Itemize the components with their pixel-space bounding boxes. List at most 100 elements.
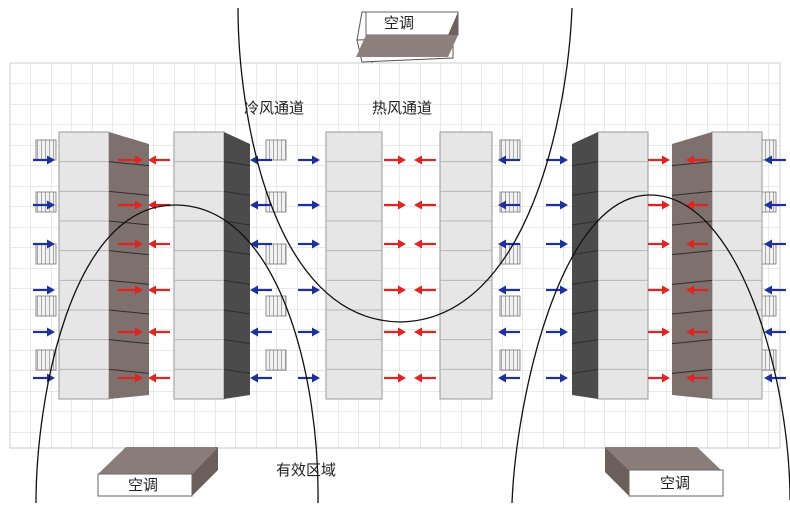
red-arrow-icon (686, 155, 708, 165)
red-arrow-icon (118, 285, 143, 295)
blue-arrow-icon (546, 155, 568, 165)
blue-arrow-icon (33, 200, 55, 210)
blue-arrow-icon (250, 200, 272, 210)
blue-arrow-icon (546, 200, 568, 210)
red-arrow-icon (118, 327, 143, 337)
red-arrow-icon (414, 239, 436, 249)
blue-arrow-icon (498, 155, 520, 165)
red-arrow-icon (648, 155, 670, 165)
red-arrow-icon (148, 239, 170, 249)
blue-arrow-icon (764, 285, 786, 295)
red-arrow-icon (148, 285, 170, 295)
blue-arrow-icon (298, 327, 320, 337)
perforated-tiles (35, 139, 777, 371)
blue-arrow-icon (764, 373, 786, 383)
ac-unit-bottom-right (605, 447, 724, 497)
blue-arrow-icon (498, 327, 520, 337)
perforated-tile-icon (499, 349, 521, 371)
red-arrow-icon (148, 373, 170, 383)
red-arrow-icon (384, 285, 406, 295)
red-arrow-icon (686, 200, 708, 210)
red-arrow-icon (686, 285, 708, 295)
blue-arrow-icon (33, 285, 55, 295)
perforated-tile-icon (265, 139, 287, 161)
perforated-tile-icon (499, 139, 521, 161)
blue-arrow-icon (546, 327, 568, 337)
red-arrow-icon (384, 239, 406, 249)
perforated-tile-icon (35, 191, 57, 213)
red-arrow-icon (648, 239, 670, 249)
red-arrow-icon (118, 155, 143, 165)
blue-arrow-icon (546, 285, 568, 295)
ac-bottom-left-label: 空调 (128, 476, 159, 494)
blue-arrow-icon (298, 239, 320, 249)
ac-unit-bottom-left (97, 447, 218, 497)
perforated-tile-icon (265, 191, 287, 213)
red-arrow-icon (414, 327, 436, 337)
server-rack (173, 131, 251, 400)
effective-zone-label: 有效区域 (276, 461, 337, 479)
blue-arrow-icon (33, 239, 55, 249)
blue-arrow-icon (250, 373, 272, 383)
red-arrow-icon (648, 200, 670, 210)
red-arrow-icon (148, 155, 170, 165)
ac-top-label: 空调 (384, 14, 415, 32)
blue-arrow-icon (764, 155, 786, 165)
red-arrow-icon (414, 200, 436, 210)
server-rack (58, 131, 150, 400)
perforated-tile-icon (35, 243, 57, 265)
red-arrow-icon (118, 373, 143, 383)
red-arrow-icon (118, 200, 143, 210)
perforated-tile-icon (265, 349, 287, 371)
blue-arrow-icon (250, 327, 272, 337)
blue-arrow-icon (250, 285, 272, 295)
server-rack (325, 131, 383, 400)
ac-bottom-right-label: 空调 (660, 474, 691, 492)
red-arrow-icon (648, 327, 670, 337)
blue-arrow-icon (33, 155, 55, 165)
perforated-tile-icon (35, 349, 57, 371)
perforated-tile-icon (499, 295, 521, 317)
red-arrow-icon (648, 373, 670, 383)
perforated-tile-icon (35, 139, 57, 161)
red-arrow-icon (686, 327, 708, 337)
airflow-arrows (33, 155, 786, 383)
server-rack (439, 131, 493, 400)
red-arrow-icon (686, 239, 708, 249)
red-arrow-icon (414, 285, 436, 295)
blue-arrow-icon (498, 200, 520, 210)
hot-aisle-label: 热风通道 (372, 99, 433, 117)
perforated-tile-icon (35, 295, 57, 317)
red-arrow-icon (118, 239, 143, 249)
blue-arrow-icon (498, 373, 520, 383)
blue-arrow-icon (498, 285, 520, 295)
blue-arrow-icon (764, 239, 786, 249)
blue-arrow-icon (298, 200, 320, 210)
red-arrow-icon (648, 285, 670, 295)
blue-arrow-icon (298, 155, 320, 165)
blue-arrow-icon (298, 285, 320, 295)
perforated-tile-icon (499, 191, 521, 213)
cold-aisle-label: 冷风通道 (244, 99, 305, 117)
blue-arrow-icon (250, 239, 272, 249)
effective-zone-curve-center (237, 7, 573, 323)
server-racks (58, 131, 763, 400)
blue-arrow-icon (764, 200, 786, 210)
blue-arrow-icon (764, 327, 786, 337)
red-arrow-icon (414, 155, 436, 165)
effective-zone-curve-left (35, 204, 319, 504)
red-arrow-icon (686, 373, 708, 383)
blue-arrow-icon (498, 239, 520, 249)
server-rack (671, 131, 763, 400)
red-arrow-icon (384, 200, 406, 210)
effective-zone-curve-right (511, 194, 790, 504)
red-arrow-icon (384, 373, 406, 383)
blue-arrow-icon (546, 239, 568, 249)
ac-unit-top (356, 11, 459, 63)
red-arrow-icon (384, 155, 406, 165)
server-rack (571, 131, 649, 400)
red-arrow-icon (414, 373, 436, 383)
red-arrow-icon (148, 327, 170, 337)
perforated-tile-icon (265, 243, 287, 265)
blue-arrow-icon (546, 373, 568, 383)
